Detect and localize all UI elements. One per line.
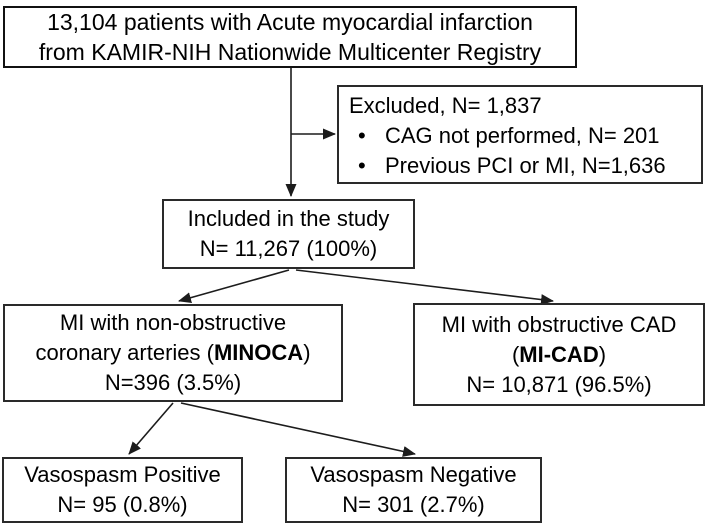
registry-line-2: from KAMIR-NIH Nationwide Multicenter Re… <box>38 39 542 65</box>
bullet-icon: • <box>358 123 366 148</box>
minoca-box: MI with non-obstructive coronary arterie… <box>3 304 343 402</box>
vasospasm-positive-box: Vasospasm Positive N= 95 (0.8%) <box>2 457 243 523</box>
vasospasm-negative-count: N= 301 (2.7%) <box>342 492 485 517</box>
arrow-included-to-minoca <box>178 269 290 304</box>
minoca-line-2-post: ) <box>303 340 311 365</box>
micad-count: N= 10,871 (96.5%) <box>466 371 652 397</box>
micad-abbrev: MI-CAD <box>519 341 599 367</box>
excluded-bullet-item: • CAG not performed, N= 201 <box>349 121 660 151</box>
minoca-line-1: MI with non-obstructive <box>59 310 287 335</box>
vasospasm-positive-label: Vasospasm Positive <box>24 462 221 487</box>
included-line-1: Included in the study <box>187 206 390 231</box>
registry-line-1: 13,104 patients with Acute myocardial in… <box>47 9 533 35</box>
bullet-icon: • <box>358 153 366 178</box>
excluded-bullet-2: Previous PCI or MI, N=1,636 <box>385 153 666 178</box>
excluded-box: Excluded, N= 1,837 • CAG not performed, … <box>337 85 703 184</box>
micad-line-2-pre: ( <box>511 341 520 367</box>
micad-line-1: MI with obstructive CAD <box>441 311 677 337</box>
minoca-line-2-pre: coronary arteries ( <box>35 340 214 365</box>
excluded-title: Excluded, N= 1,837 <box>349 93 542 118</box>
arrow-minoca-to-vasospasm-positive <box>128 402 174 455</box>
minoca-line-2: coronary arteries (MINOCA) <box>35 338 310 368</box>
excluded-bullet-1: CAG not performed, N= 201 <box>385 123 660 148</box>
minoca-count: N=396 (3.5%) <box>104 370 242 395</box>
included-count: N= 11,267 (100%) <box>199 236 378 261</box>
excluded-bullet-item: • Previous PCI or MI, N=1,636 <box>349 151 666 181</box>
included-box: Included in the study N= 11,267 (100%) <box>162 199 415 269</box>
vasospasm-negative-box: Vasospasm Negative N= 301 (2.7%) <box>285 457 542 523</box>
arrow-minoca-to-vasospasm-negative <box>180 402 416 457</box>
arrow-included-to-micad <box>295 269 554 306</box>
registry-box: 13,104 patients with Acute myocardial in… <box>3 6 577 68</box>
minoca-abbrev: MINOCA <box>213 340 304 365</box>
micad-line-2: (MI-CAD) <box>512 340 606 370</box>
micad-box: MI with obstructive CAD (MI-CAD) N= 10,8… <box>413 303 705 406</box>
vasospasm-negative-label: Vasospasm Negative <box>310 462 517 487</box>
vasospasm-positive-count: N= 95 (0.8%) <box>57 492 188 517</box>
micad-line-2-post: ) <box>598 341 607 367</box>
